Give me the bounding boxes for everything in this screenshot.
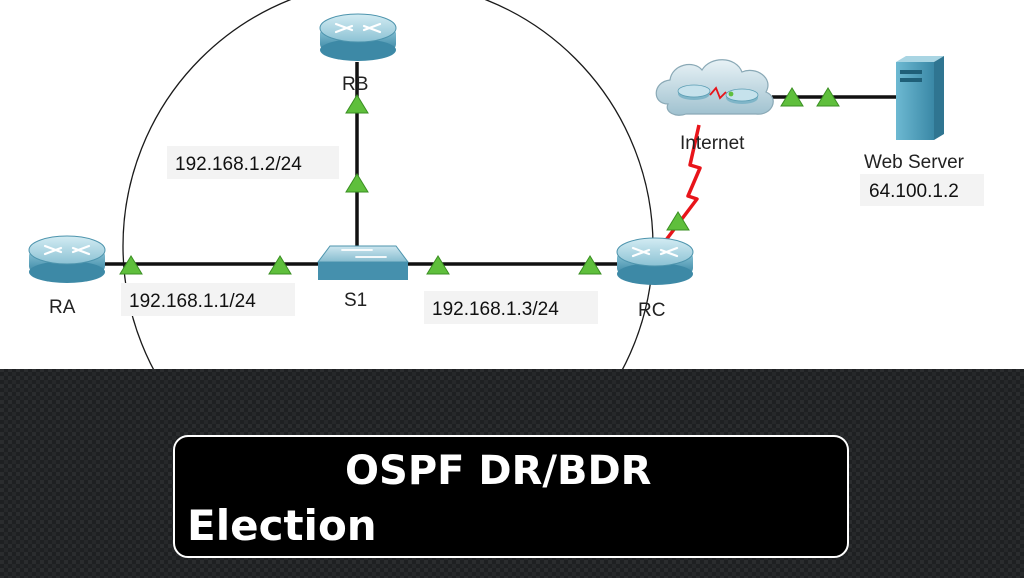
link-up-triangle	[816, 87, 840, 107]
link-up-triangle	[666, 211, 690, 231]
cloud-label: Internet	[680, 133, 745, 154]
link-up-triangle	[345, 173, 369, 193]
router-label-rb: RB	[342, 74, 368, 95]
title-card	[173, 435, 849, 558]
serial-link-rc-internet	[664, 124, 702, 242]
ip-label-web-server: 64.100.1.2	[869, 181, 959, 202]
title-line-1: OSPF DR/BDR	[345, 448, 651, 494]
router-icon[interactable]	[27, 234, 107, 285]
link-up-triangle	[119, 255, 143, 275]
link-up-triangle	[345, 94, 369, 114]
link-up-triangle	[268, 255, 292, 275]
link-status-indicators	[119, 87, 840, 275]
server-label: Web Server	[864, 152, 965, 173]
link-up-triangle	[780, 87, 804, 107]
title-line-2: Election	[187, 501, 377, 550]
router-icon[interactable]	[615, 236, 695, 287]
switch-icon[interactable]	[317, 245, 409, 280]
server-icon[interactable]	[896, 56, 944, 140]
ip-label-rb: 192.168.1.2/24	[175, 154, 302, 175]
router-label-ra: RA	[49, 297, 76, 318]
ip-label-ra: 192.168.1.1/24	[129, 291, 256, 312]
router-label-rc: RC	[638, 300, 665, 321]
router-icon[interactable]	[318, 12, 398, 63]
ip-label-rc: 192.168.1.3/24	[432, 299, 559, 320]
link-up-triangle	[578, 255, 602, 275]
cloud-icon[interactable]	[655, 59, 774, 116]
switch-label-s1: S1	[344, 290, 367, 311]
link-up-triangle	[426, 255, 450, 275]
